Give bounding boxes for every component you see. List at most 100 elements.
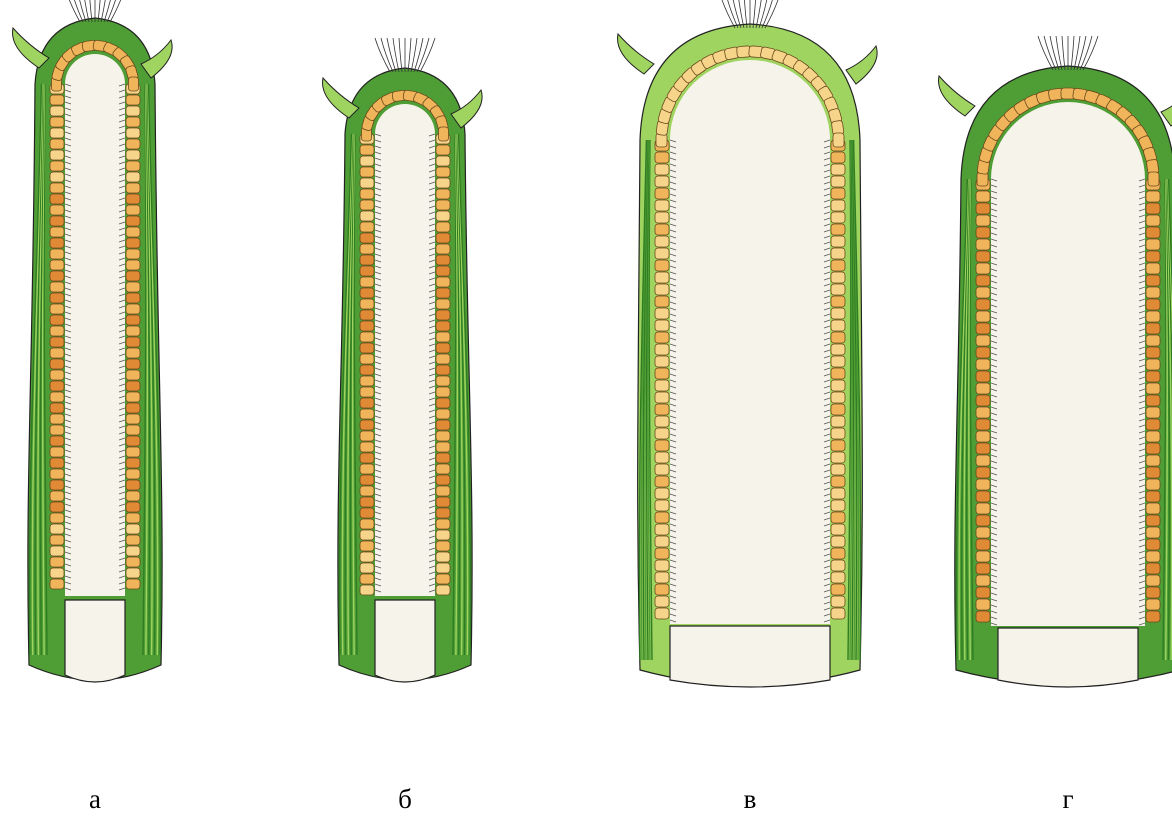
kernel <box>126 491 140 501</box>
kernel <box>129 77 139 91</box>
kernel <box>655 608 669 619</box>
kernel <box>831 404 845 415</box>
kernel <box>126 293 140 303</box>
kernel <box>436 585 450 595</box>
kernel <box>436 200 450 210</box>
kernel <box>50 249 64 259</box>
kernel <box>360 431 374 441</box>
silk-strand <box>71 0 83 22</box>
corn-ear-diagram-v <box>600 20 900 700</box>
kernel <box>831 584 845 595</box>
kernel <box>976 371 990 382</box>
kernel <box>831 596 845 607</box>
silk-strand <box>399 38 402 72</box>
cob-pith <box>670 60 830 624</box>
ear-panel-a <box>0 20 200 700</box>
kernel <box>976 527 990 538</box>
kernel <box>436 563 450 573</box>
kernel <box>436 321 450 331</box>
kernel <box>360 277 374 287</box>
kernel <box>1146 575 1160 586</box>
kernel <box>126 183 140 193</box>
kernel <box>1146 287 1160 298</box>
silk-strand <box>1071 36 1074 70</box>
kernel <box>360 266 374 276</box>
kernel <box>976 419 990 430</box>
kernel <box>655 428 669 439</box>
kernel <box>50 150 64 160</box>
kernel <box>1146 263 1160 274</box>
husk-leaf-tip <box>846 46 877 84</box>
silk-strand <box>387 38 396 72</box>
kernel <box>976 335 990 346</box>
kernel <box>360 376 374 386</box>
kernel <box>50 348 64 358</box>
kernel <box>50 535 64 545</box>
silk-strand <box>414 38 423 72</box>
kernel <box>436 244 450 254</box>
kernel <box>50 260 64 270</box>
kernel <box>831 560 845 571</box>
silk-strand <box>1062 36 1065 70</box>
kernel <box>360 343 374 353</box>
kernel <box>976 287 990 298</box>
kernel <box>831 272 845 283</box>
kernel <box>831 440 845 451</box>
kernel <box>1146 527 1160 538</box>
kernel <box>831 236 845 247</box>
kernel <box>126 194 140 204</box>
kernel <box>360 453 374 463</box>
kernel <box>50 326 64 336</box>
kernel <box>436 464 450 474</box>
kernel <box>126 216 140 226</box>
kernel <box>655 356 669 367</box>
kernel <box>1146 347 1160 358</box>
kernel <box>360 200 374 210</box>
kernel <box>436 552 450 562</box>
kernel <box>360 233 374 243</box>
kernel <box>1146 383 1160 394</box>
kernel <box>436 530 450 540</box>
kernel <box>976 551 990 562</box>
kernel <box>655 572 669 583</box>
kernel <box>655 272 669 283</box>
kernel <box>1148 172 1159 186</box>
kernel <box>655 296 669 307</box>
kernel <box>126 227 140 237</box>
kernel <box>126 469 140 479</box>
kernel <box>50 161 64 171</box>
kernel <box>50 414 64 424</box>
kernel <box>126 282 140 292</box>
kernel <box>976 563 990 574</box>
kernel <box>436 541 450 551</box>
kernel <box>1146 311 1160 322</box>
kernel <box>831 332 845 343</box>
silk-strand <box>101 0 107 22</box>
kernel <box>126 106 140 116</box>
kernel <box>976 611 990 622</box>
kernel <box>436 409 450 419</box>
kernel <box>436 387 450 397</box>
kernel <box>436 354 450 364</box>
kernel <box>126 425 140 435</box>
kernel <box>360 530 374 540</box>
kernel <box>50 370 64 380</box>
kernel <box>1146 203 1160 214</box>
cob-pith <box>991 102 1145 626</box>
kernel <box>126 403 140 413</box>
kernel <box>50 359 64 369</box>
kernel <box>50 502 64 512</box>
kernel <box>50 315 64 325</box>
kernel <box>50 128 64 138</box>
husk-leaf-tip <box>939 76 975 116</box>
kernel <box>126 359 140 369</box>
kernel <box>1146 239 1160 250</box>
kernel <box>831 200 845 211</box>
kernel <box>126 557 140 567</box>
kernel <box>1146 359 1160 370</box>
kernel <box>655 584 669 595</box>
kernel <box>831 512 845 523</box>
kernel <box>976 311 990 322</box>
kernel <box>655 380 669 391</box>
kernel <box>126 502 140 512</box>
